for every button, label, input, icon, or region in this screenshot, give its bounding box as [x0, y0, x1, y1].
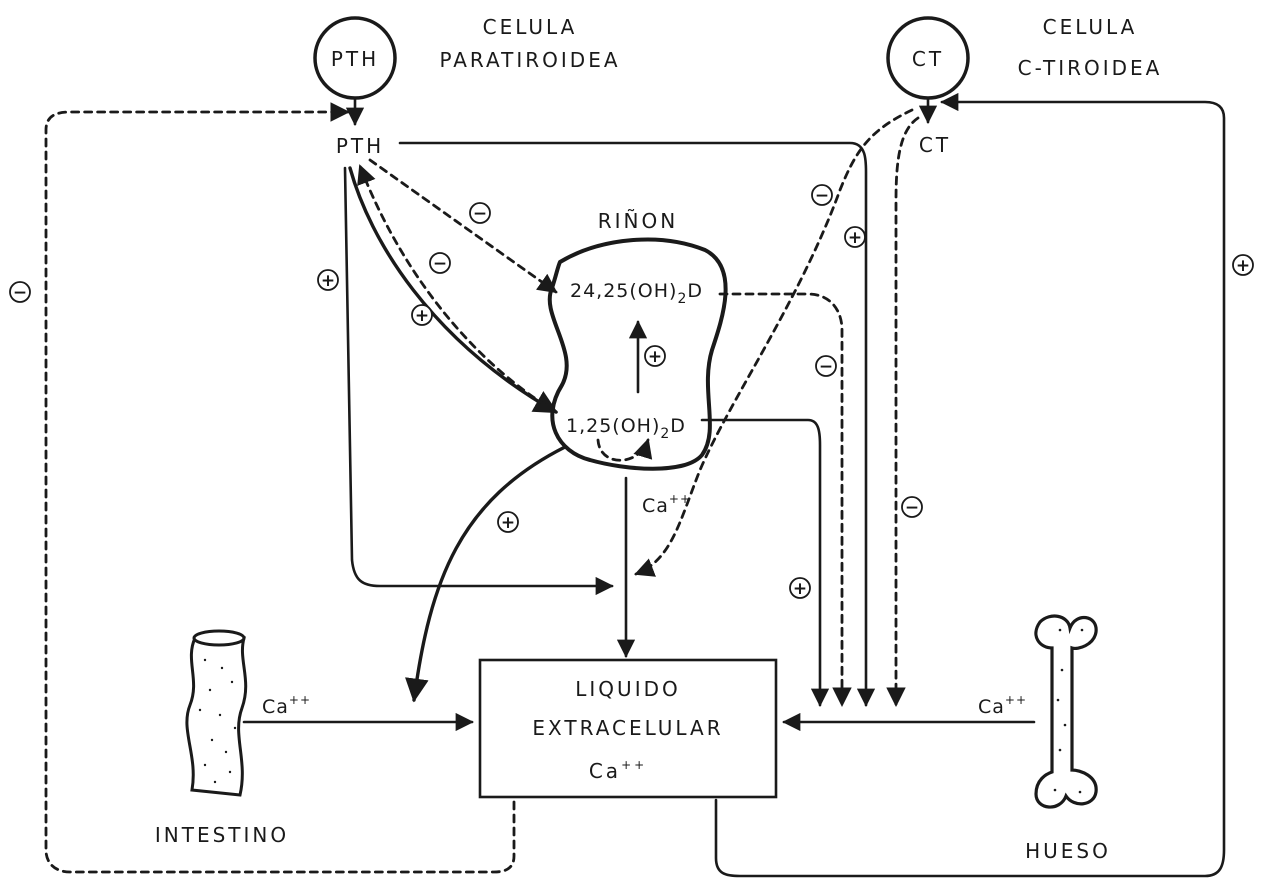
svg-text:+: + [648, 347, 662, 367]
plus-sign-kidney-internal: + [645, 346, 665, 367]
plus-sign-1-25-intestine: + [498, 512, 518, 533]
ct-inhibits-bone-arrow [896, 118, 918, 705]
svg-text:+: + [793, 579, 807, 599]
plus-sign-pth-ecf: + [318, 270, 338, 291]
ct-cell: CT [888, 18, 968, 98]
pth-cell-caption-2: PARATIROIDEA [439, 48, 620, 72]
kidney-title: RIÑON [598, 209, 678, 233]
svg-text:−: − [819, 357, 833, 377]
plus-sign-pth-bone: + [845, 227, 865, 248]
plus-sign-1-25-bone: + [790, 578, 810, 599]
plus-sign-pth-kidney: + [412, 305, 432, 326]
svg-text:−: − [13, 283, 27, 303]
ecf-line-2: EXTRACELULAR [532, 716, 723, 740]
svg-text:+: + [1236, 256, 1250, 276]
svg-text:+: + [321, 271, 335, 291]
pth-cell: PTH [315, 18, 395, 98]
bone-illustration [1036, 616, 1096, 807]
minus-sign-24-25-bone: − [816, 356, 836, 377]
svg-text:+: + [415, 306, 429, 326]
minus-sign-ecf-pth-feedback: − [10, 282, 30, 303]
pth-inhibits-24-25-arrow [370, 160, 556, 292]
ecf-to-pth-feedback-arrow [46, 112, 514, 872]
ct-cell-caption-1: CELULA [1043, 15, 1138, 39]
svg-text:−: − [473, 204, 487, 224]
bone-label: HUESO [1025, 839, 1111, 863]
svg-text:−: − [815, 186, 829, 206]
bone-calcium-label: Ca++ [978, 693, 1027, 718]
pth-cell-caption-1: CELULA [483, 15, 578, 39]
pth-hormone-label: PTH [336, 134, 384, 158]
svg-text:+: + [501, 513, 515, 533]
pth-cell-label: PTH [331, 47, 379, 71]
minus-sign-ct-bone: − [902, 497, 922, 518]
svg-text:−: − [905, 498, 919, 518]
svg-text:−: − [433, 254, 447, 274]
intestine-illustration [187, 631, 246, 795]
1-25-inhibits-pth-arrow [360, 166, 556, 412]
intestine-label: INTESTINO [155, 823, 289, 847]
intestine-calcium-label: Ca++ [262, 693, 311, 718]
ecf-line-1: LIQUIDO [575, 677, 680, 701]
ct-cell-label: CT [912, 47, 944, 71]
minus-sign-1-25-pth: − [430, 253, 450, 274]
minus-sign-pth-24-25: − [470, 203, 490, 224]
pth-stimulates-1-25-arrow [350, 168, 556, 412]
svg-text:+: + [848, 228, 862, 248]
ecf-to-ct-feedback-arrow [716, 102, 1224, 876]
minus-sign-ct-kidney: − [812, 185, 832, 206]
ct-cell-caption-2: C-TIROIDEA [1018, 56, 1163, 80]
plus-sign-ecf-ct-feedback: + [1233, 255, 1253, 276]
ct-hormone-label: CT [919, 133, 951, 157]
